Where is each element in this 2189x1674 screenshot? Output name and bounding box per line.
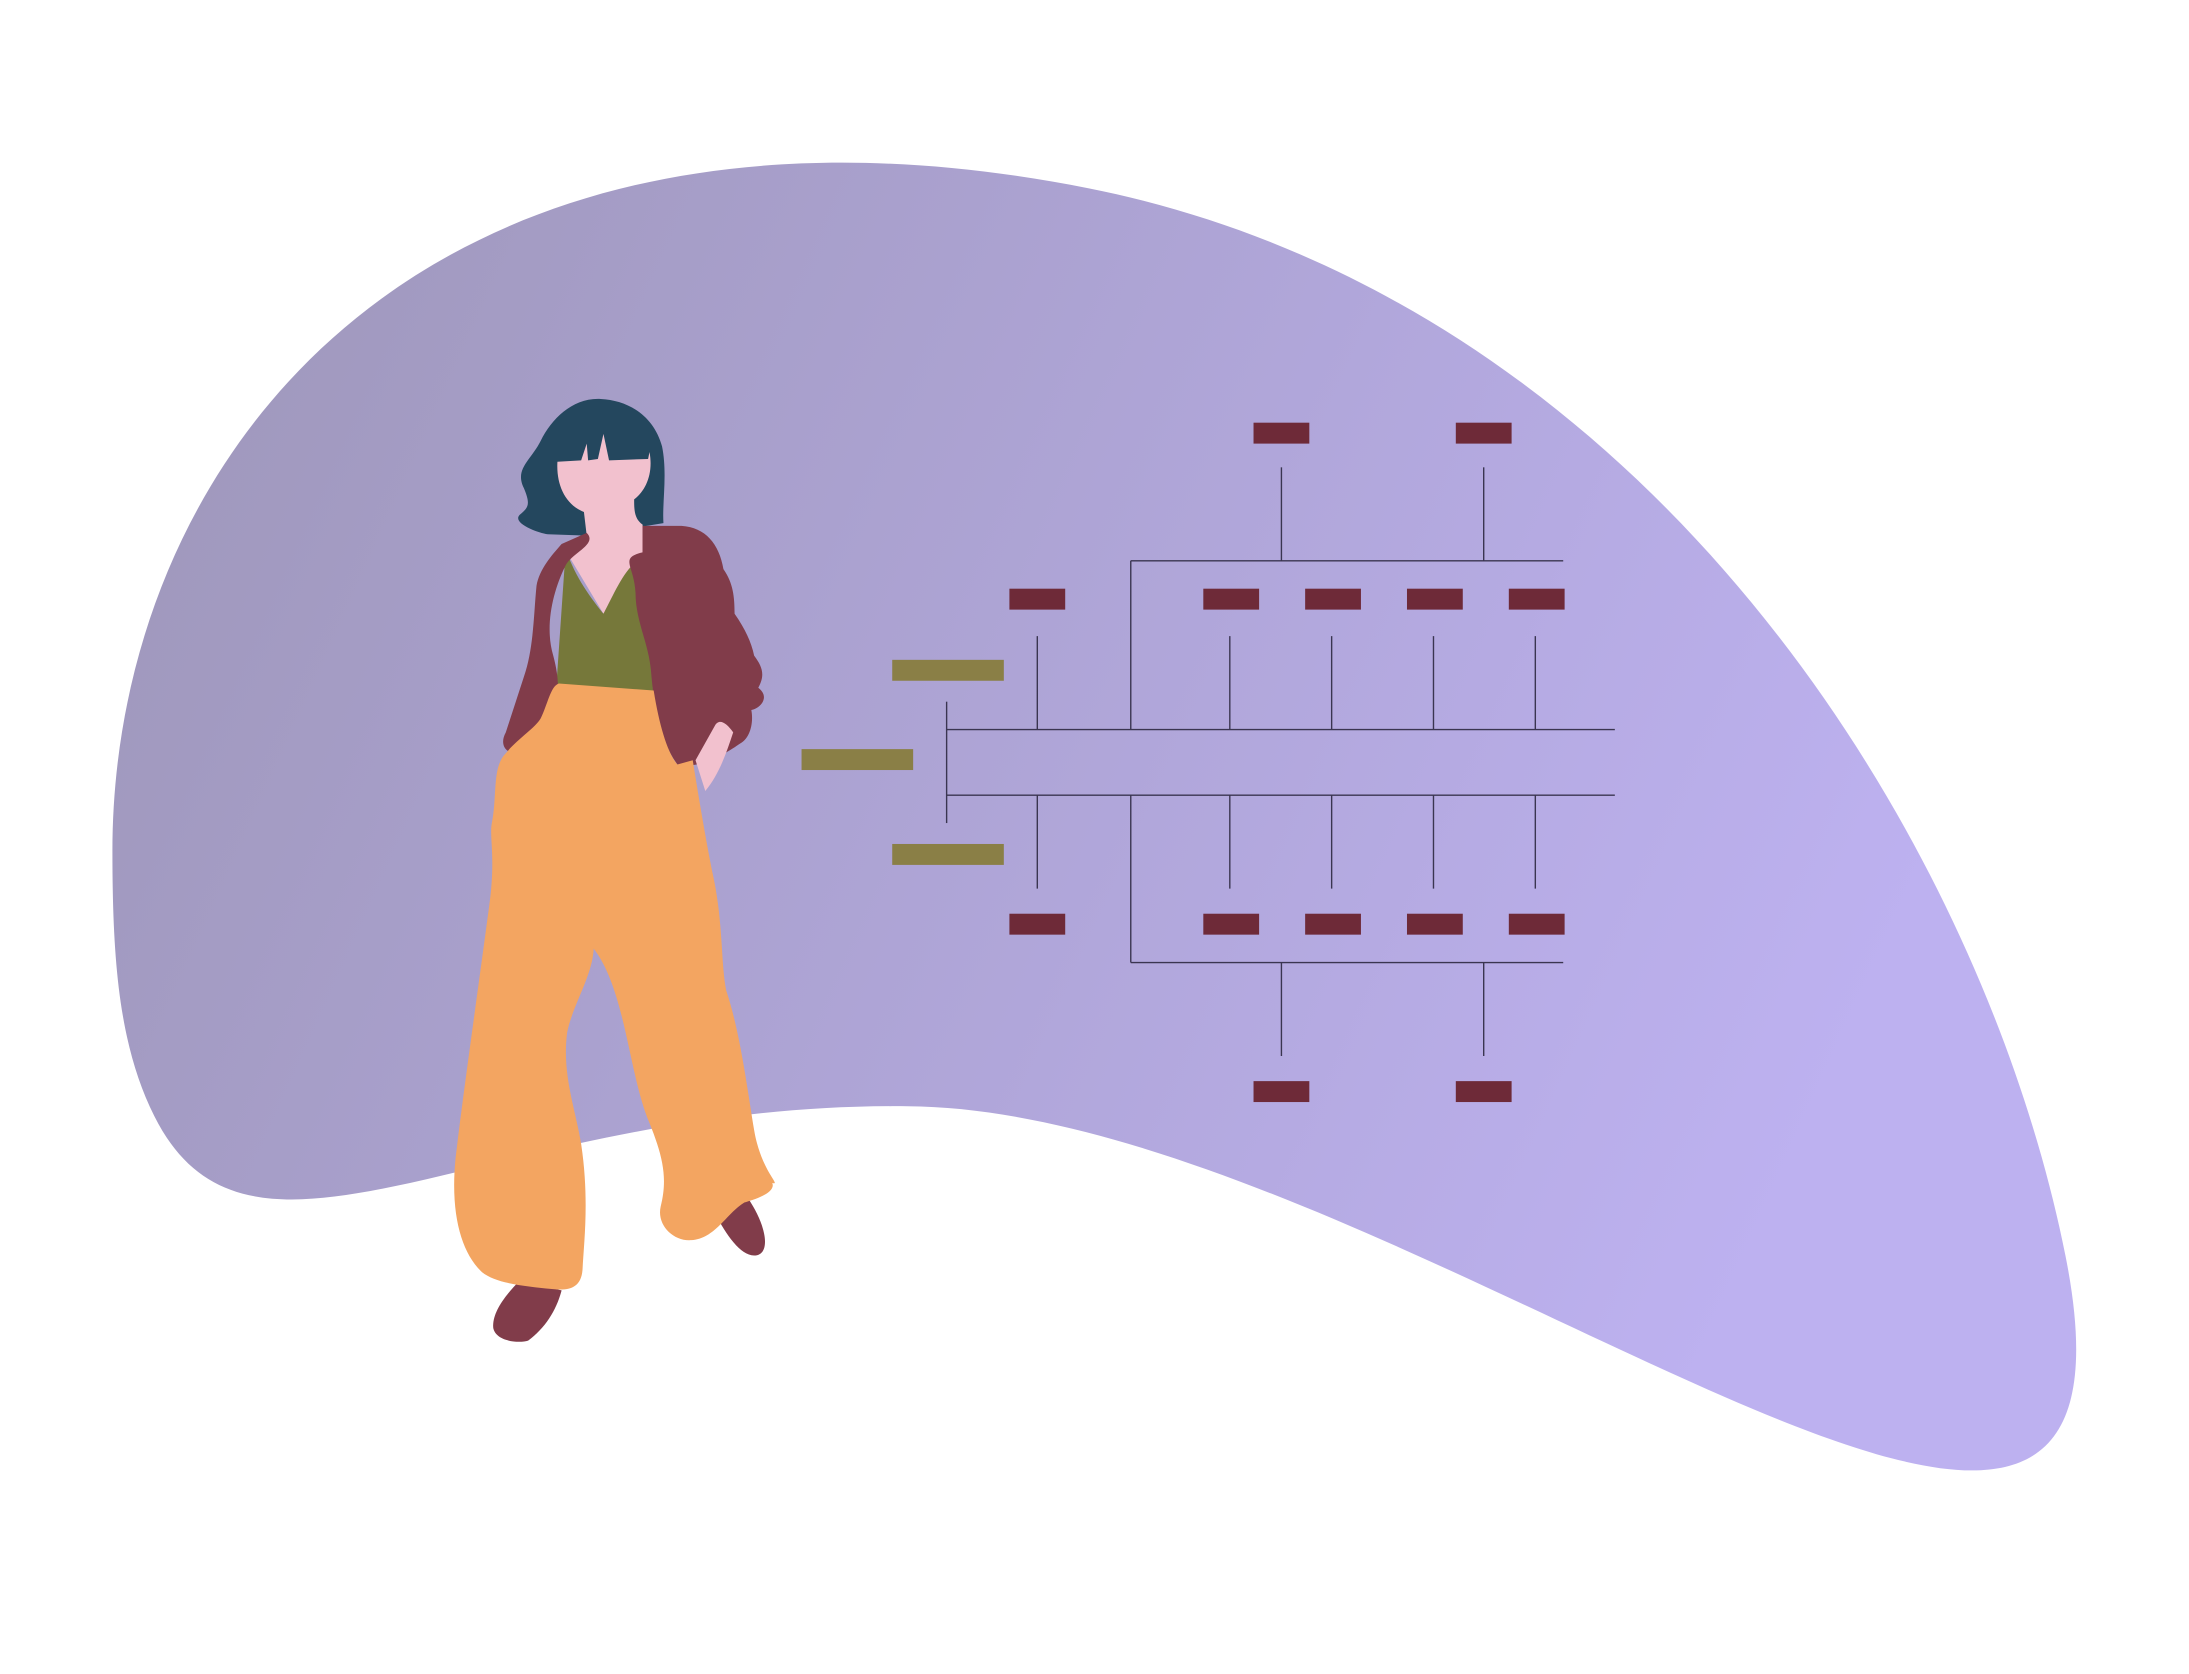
face [557, 433, 651, 614]
node-box [1253, 1081, 1310, 1103]
node-box [1305, 588, 1361, 610]
pants [454, 683, 775, 1290]
root-boxes [801, 659, 1004, 865]
node-box [1009, 588, 1066, 610]
node-box [1305, 913, 1361, 935]
hand [695, 721, 734, 791]
woman-figure [454, 398, 775, 1342]
node-box [1455, 1081, 1512, 1103]
background-blob [112, 162, 2077, 1471]
top [556, 548, 654, 698]
root-box [801, 749, 914, 771]
jacket-left [503, 532, 590, 754]
root-box [892, 659, 1004, 681]
node-box [1203, 588, 1260, 610]
shoe [493, 1280, 562, 1342]
root-box [892, 843, 1004, 865]
node-box [1508, 913, 1565, 935]
node-box [1406, 588, 1463, 610]
node-box [1406, 913, 1463, 935]
node-box [1253, 422, 1310, 444]
node-box [1455, 422, 1512, 444]
node-box [1508, 588, 1565, 610]
node-box [1203, 913, 1260, 935]
jacket-right [629, 525, 764, 766]
node-box [1009, 913, 1066, 935]
node-boxes [1009, 422, 1565, 1103]
tree-diagram [945, 467, 1615, 1057]
